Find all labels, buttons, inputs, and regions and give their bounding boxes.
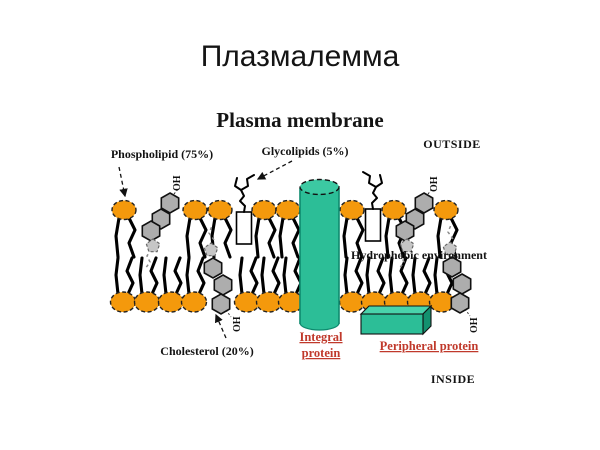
oh-label: OH bbox=[232, 316, 243, 332]
phospholipid bbox=[359, 256, 389, 314]
phospholipid bbox=[110, 198, 138, 259]
cholesterol-molecule: OH bbox=[142, 175, 183, 269]
oh-label: OH bbox=[429, 176, 440, 192]
peripheral-protein-label: Peripheral protein bbox=[380, 339, 479, 353]
peripheral-protein bbox=[359, 304, 433, 336]
hydrophobic-environment-label: Hydrophobic environment bbox=[351, 248, 487, 262]
integral-protein-label-line1: Integral bbox=[299, 330, 343, 344]
oh-label: OH bbox=[172, 175, 183, 191]
integral-protein bbox=[299, 178, 340, 331]
phospholipid bbox=[254, 256, 284, 314]
cholesterol-label: Cholesterol (20%) bbox=[160, 344, 253, 358]
phospholipid bbox=[382, 256, 412, 314]
phospholipid bbox=[181, 198, 209, 259]
cholesterol-molecule: OH bbox=[443, 225, 480, 333]
outside-label: OUTSIDE bbox=[423, 137, 481, 151]
cholesterol-molecule: OH bbox=[396, 176, 440, 269]
phospholipid bbox=[405, 256, 435, 314]
integral-protein-label-line2: protein bbox=[302, 346, 341, 360]
phospholipid bbox=[108, 256, 138, 314]
phospholipid bbox=[156, 256, 186, 314]
glycolipids-label: Glycolipids (5%) bbox=[261, 144, 348, 158]
cholesterol-molecule: OH bbox=[204, 226, 243, 332]
phospholipid-label: Phospholipid (75%) bbox=[111, 147, 213, 161]
slide-title: Плазмалемма bbox=[201, 40, 400, 73]
glycolipid bbox=[234, 174, 255, 245]
oh-label: OH bbox=[469, 317, 480, 333]
glycolipids-pointer bbox=[256, 160, 293, 180]
cholesterol-pointer bbox=[214, 313, 227, 339]
phospholipid bbox=[179, 256, 209, 314]
phospholipid bbox=[337, 256, 367, 314]
phospholipid bbox=[232, 256, 262, 314]
glycolipid bbox=[362, 171, 383, 242]
inside-label: INSIDE bbox=[431, 372, 475, 386]
phospholipid bbox=[250, 198, 278, 259]
diagram-title: Plasma membrane bbox=[216, 108, 383, 132]
lower-leaflet bbox=[108, 256, 457, 314]
phospholipid bbox=[274, 198, 302, 259]
phospholipid-pointer bbox=[118, 166, 128, 198]
